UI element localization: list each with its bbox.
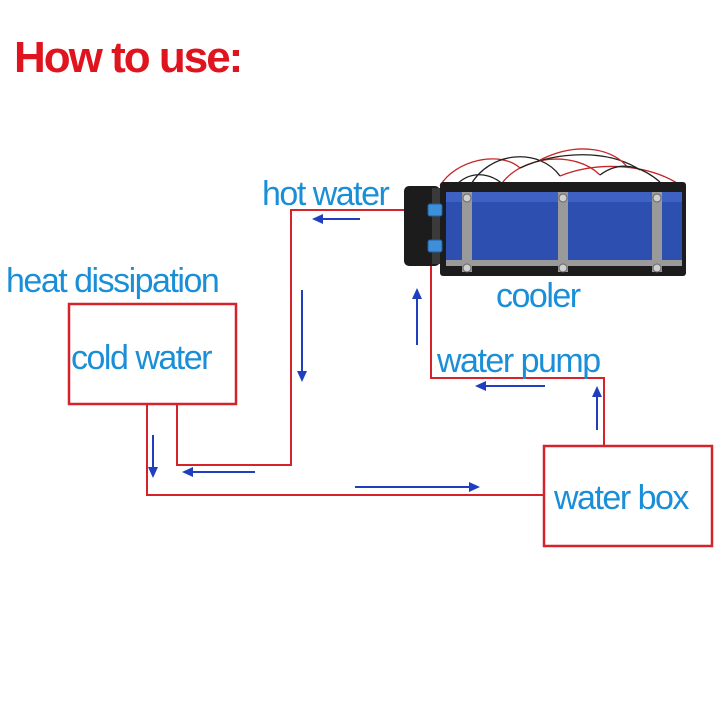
water-box-label: water box	[554, 481, 688, 515]
cooler-label: cooler	[496, 279, 580, 313]
hot-water-label: hot water	[262, 177, 388, 211]
heat-dissipation-label: heat dissipation	[6, 264, 218, 298]
arrow-left-icon	[182, 467, 255, 477]
return-pipe	[147, 404, 544, 495]
hot-water-pipe	[177, 210, 415, 465]
arrow-up-icon	[592, 386, 602, 430]
wires	[440, 149, 680, 186]
arrow-down-icon	[148, 435, 158, 478]
arrow-left-icon	[312, 214, 360, 224]
cold-water-label: cold water	[71, 341, 211, 375]
water-pump-label: water pump	[437, 344, 600, 378]
arrow-left-icon	[475, 381, 545, 391]
cooler-device-icon	[404, 149, 686, 276]
arrow-down-icon	[297, 290, 307, 382]
arrow-up-icon	[412, 288, 422, 345]
arrow-right-icon	[355, 482, 480, 492]
